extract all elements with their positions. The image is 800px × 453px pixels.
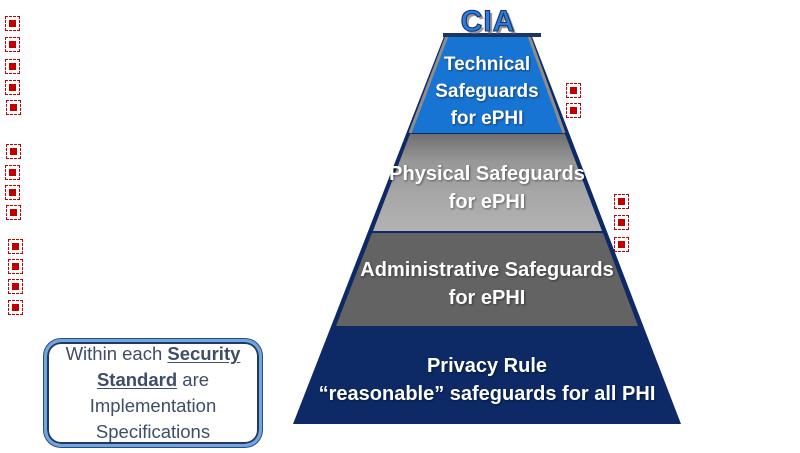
implementation-specs-callout: Within each Security Standard are Implem…: [44, 339, 262, 447]
label-line: for ePHI: [448, 287, 526, 309]
pyramid-layer-physical-shape: [373, 134, 602, 231]
label-line: Safeguards: [435, 81, 539, 102]
red-dash-square-icon: [5, 37, 20, 52]
cia-title: CIA: [460, 4, 516, 38]
callout-text-before: Within each: [65, 343, 168, 364]
label-line: for ePHI: [450, 108, 524, 129]
red-dash-square-icon: [614, 194, 629, 209]
pyramid-apex-edge: [443, 33, 541, 37]
label-line: “reasonable” safeguards for all PHI: [318, 383, 656, 405]
red-dash-square-icon: [5, 16, 20, 31]
red-dash-square-icon: [566, 103, 581, 118]
red-dash-square-icon: [5, 80, 20, 95]
red-dash-square-icon: [5, 165, 20, 180]
label-privacy-rule: Privacy Rule “reasonable” safeguards for…: [257, 352, 717, 408]
pyramid-layer-technical-right-bevel: [527, 35, 566, 134]
red-dash-square-icon: [8, 259, 23, 274]
label-line: Technical: [443, 54, 531, 75]
red-dash-square-icon: [8, 300, 23, 315]
red-dash-square-icon: [6, 205, 21, 220]
red-dash-square-icon: [8, 239, 23, 254]
red-dash-square-icon: [5, 185, 20, 200]
callout-text-emphasis: Security Standard: [96, 343, 241, 390]
label-physical-safeguards: Physical Safeguards for ePHI: [337, 160, 637, 216]
callout-text: Within each Security Standard are Implem…: [55, 341, 251, 445]
callout-text-after: are Implementation Specifications: [89, 369, 217, 442]
label-line: Physical Safeguards: [389, 163, 585, 185]
pyramid-layer-administrative-shape: [336, 233, 638, 326]
label-technical-safeguards: Technical Safeguards for ePHI: [397, 51, 577, 132]
red-dash-square-icon: [8, 279, 23, 294]
pyramid-layer-technical-left-bevel: [408, 35, 449, 134]
red-dash-square-icon: [614, 237, 629, 252]
red-dash-square-icon: [6, 144, 21, 159]
red-dash-square-icon: [5, 59, 20, 74]
label-administrative-safeguards: Administrative Safeguards for ePHI: [297, 256, 677, 312]
label-line: Administrative Safeguards: [360, 259, 614, 281]
label-line: Privacy Rule: [426, 355, 548, 377]
red-dash-square-icon: [566, 83, 581, 98]
label-line: for ePHI: [448, 191, 526, 213]
pyramid-layer-technical-shape: [410, 36, 564, 133]
red-dash-square-icon: [6, 100, 21, 115]
red-dash-square-icon: [614, 215, 629, 230]
